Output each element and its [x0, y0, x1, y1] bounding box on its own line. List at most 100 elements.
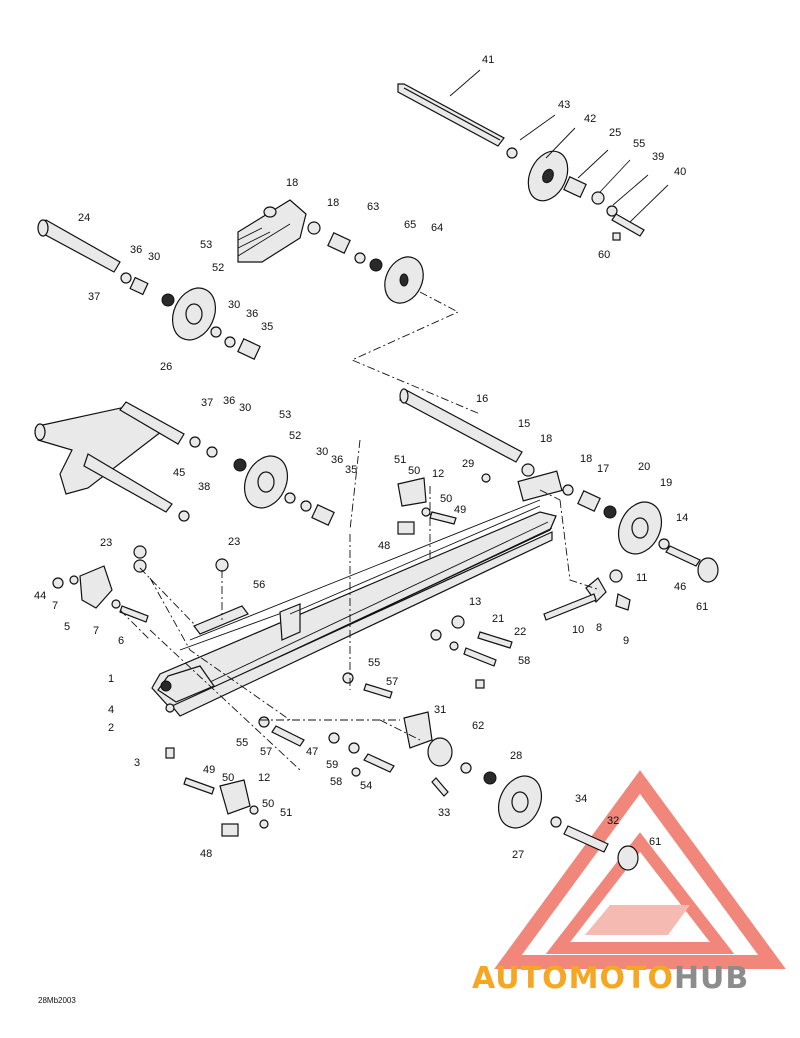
- callout: 36: [223, 395, 235, 407]
- callout: 28: [510, 750, 522, 762]
- callout: 55: [633, 138, 645, 150]
- callout: 46: [674, 581, 686, 593]
- callout: 50: [408, 465, 420, 477]
- callout: 35: [261, 321, 273, 333]
- callout: 58: [330, 776, 342, 788]
- watermark-hub: HUB: [674, 961, 749, 996]
- callout: 16: [476, 393, 488, 405]
- callout: 34: [575, 793, 587, 805]
- callout: 4: [108, 704, 114, 716]
- callout: 1: [108, 673, 114, 685]
- callout: 57: [260, 746, 272, 758]
- callout: 37: [201, 397, 213, 409]
- callout: 2: [108, 722, 114, 734]
- callout: 39: [652, 151, 664, 163]
- callout: 50: [222, 772, 234, 784]
- callout: 45: [173, 467, 185, 479]
- callout: 26: [160, 361, 172, 373]
- callout: 13: [469, 596, 481, 608]
- callout: 37: [88, 291, 100, 303]
- callout: 31: [434, 704, 446, 716]
- callout: 18: [540, 433, 552, 445]
- callout: 52: [212, 262, 224, 274]
- callout: 17: [597, 463, 609, 475]
- callout: 7: [93, 625, 99, 637]
- callout-labels: 41 43 42 25 55 39 40 60 18 18 63 65 64 2…: [34, 54, 708, 861]
- slide-rail: [151, 499, 557, 717]
- callout: 23: [100, 537, 112, 549]
- callout: 61: [649, 836, 661, 848]
- callout: 60: [598, 249, 610, 261]
- callout: 36: [130, 244, 142, 256]
- callout: 54: [360, 780, 372, 792]
- callout: 30: [316, 446, 328, 458]
- watermark-text: AUTOMOTOHUB: [472, 961, 749, 996]
- callout: 49: [454, 504, 466, 516]
- rear-axle-wheel-assembly: [399, 388, 719, 583]
- callout: 58: [518, 655, 530, 667]
- callout: 15: [518, 418, 530, 430]
- callout: 57: [386, 676, 398, 688]
- bracket-idler-assembly: [237, 199, 481, 415]
- callout: 48: [378, 540, 390, 552]
- callout: 25: [609, 127, 621, 139]
- callout: 32: [607, 815, 619, 827]
- callout: 33: [438, 807, 450, 819]
- callout: 9: [623, 635, 629, 647]
- callout: 55: [236, 737, 248, 749]
- callout: 50: [262, 798, 274, 810]
- callout: 56: [253, 579, 265, 591]
- callout: 63: [367, 201, 379, 213]
- callout: 51: [280, 807, 292, 819]
- callout: 53: [279, 409, 291, 421]
- callout: 21: [492, 613, 504, 625]
- diagram-code: 28Mb2003: [38, 996, 76, 1005]
- callout: 43: [558, 99, 570, 111]
- callout: 7: [52, 600, 58, 612]
- callout: 40: [674, 166, 686, 178]
- callout: 24: [78, 212, 90, 224]
- upper-axle-assembly: [397, 69, 669, 241]
- callout: 14: [676, 512, 688, 524]
- callout: 22: [514, 626, 526, 638]
- callout: 19: [660, 477, 672, 489]
- callout: 36: [246, 308, 258, 320]
- callout: 62: [472, 720, 484, 732]
- callout: 52: [289, 430, 301, 442]
- callout: 44: [34, 590, 46, 602]
- callout: 30: [228, 299, 240, 311]
- callout: 59: [326, 759, 338, 771]
- callout: 53: [200, 239, 212, 251]
- callout: 18: [327, 197, 339, 209]
- callout: 42: [584, 113, 596, 125]
- front-arm-assembly: [34, 401, 335, 526]
- callout: 51: [394, 454, 406, 466]
- callout: 29: [462, 458, 474, 470]
- callout: 48: [200, 848, 212, 860]
- callout: 11: [636, 572, 647, 584]
- callout: 65: [404, 219, 416, 231]
- callout: 18: [286, 177, 298, 189]
- callout: 49: [203, 764, 215, 776]
- callout: 55: [368, 657, 380, 669]
- callout: 12: [432, 468, 444, 480]
- callout: 61: [696, 601, 708, 613]
- callout: 8: [596, 622, 602, 634]
- callout: 18: [580, 453, 592, 465]
- callout: 30: [239, 402, 251, 414]
- callout: 12: [258, 772, 270, 784]
- callout: 64: [431, 222, 443, 234]
- callout: 41: [482, 54, 494, 66]
- callout: 10: [572, 624, 584, 636]
- callout: 30: [148, 251, 160, 263]
- callout: 36: [331, 454, 343, 466]
- callout: 47: [306, 746, 318, 758]
- watermark-auto: AUTO: [472, 961, 569, 996]
- watermark-logo: [494, 770, 786, 969]
- callout: 23: [228, 536, 240, 548]
- lower-hardware: [52, 439, 639, 871]
- callout: 6: [118, 635, 124, 647]
- left-axle-wheel-assembly: [37, 219, 261, 360]
- callout: 35: [345, 464, 357, 476]
